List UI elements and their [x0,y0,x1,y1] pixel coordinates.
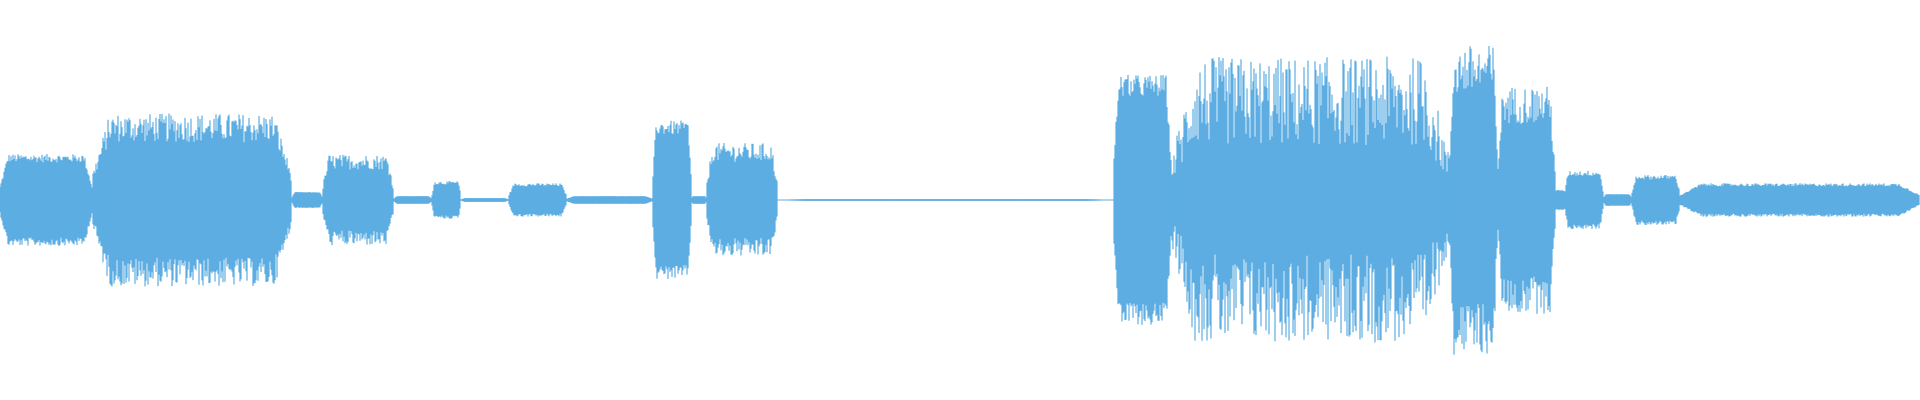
waveform-bars [0,46,1920,355]
